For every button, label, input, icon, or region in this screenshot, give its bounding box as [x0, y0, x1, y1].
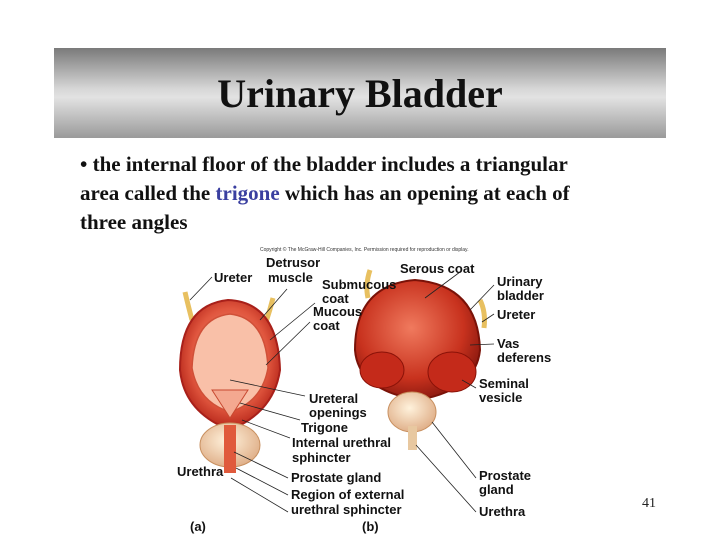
label-prostate-b: Prostate	[479, 468, 531, 483]
label-detrusor-muscle: muscle	[268, 270, 313, 285]
label-prostate-gland: gland	[479, 482, 514, 497]
label-prostate-a: Prostate gland	[291, 470, 381, 485]
bullet-text-after: which has an opening at each of three an…	[80, 181, 570, 234]
label-seminal-vesicle: vesicle	[479, 390, 522, 405]
label-urinary-bladder: bladder	[497, 288, 544, 303]
bladder-section-drawing	[178, 291, 282, 473]
label-vas: Vas	[497, 336, 519, 351]
label-region-external: Region of external	[291, 487, 404, 502]
label-trigone: Trigone	[301, 420, 348, 435]
label-mucous: Mucous	[313, 304, 362, 319]
bullet-text-before: • the internal floor of the bladder incl…	[80, 152, 568, 205]
bladder-figure: Copyright © The McGraw-Hill Companies, I…	[177, 246, 551, 534]
page-number: 41	[642, 496, 656, 511]
label-urethra-b: Urethra	[479, 504, 526, 519]
label-detrusor: Detrusor	[266, 255, 320, 270]
label-submucous-coat: coat	[322, 291, 349, 306]
label-serous-coat: Serous coat	[400, 261, 475, 276]
panel-b-label: (b)	[362, 519, 379, 534]
bladder-exterior-drawing	[353, 269, 487, 450]
label-vas-deferens: deferens	[497, 350, 551, 365]
label-submucous: Submucous	[322, 277, 396, 292]
copyright-notice: Copyright © The McGraw-Hill Companies, I…	[260, 246, 469, 253]
label-ureter-b: Ureter	[497, 307, 535, 322]
label-ureteral-openings: openings	[309, 405, 367, 420]
label-seminal: Seminal	[479, 376, 529, 391]
panel-a-label: (a)	[190, 519, 206, 534]
label-region-sphincter: urethral sphincter	[291, 502, 402, 517]
slide-title: Urinary Bladder	[217, 71, 503, 116]
title-bar: Urinary Bladder	[54, 48, 666, 138]
label-internal-sphincter: sphincter	[292, 450, 351, 465]
bullet-text: • the internal floor of the bladder incl…	[80, 150, 580, 237]
label-ureteral: Ureteral	[309, 391, 358, 406]
label-ureter-a: Ureter	[214, 270, 252, 285]
label-internal-urethral: Internal urethral	[292, 435, 391, 450]
label-mucous-coat: coat	[313, 318, 340, 333]
label-urinary: Urinary	[497, 274, 543, 289]
trigone-keyword: trigone	[215, 181, 280, 205]
label-urethra-a: Urethra	[177, 464, 224, 479]
